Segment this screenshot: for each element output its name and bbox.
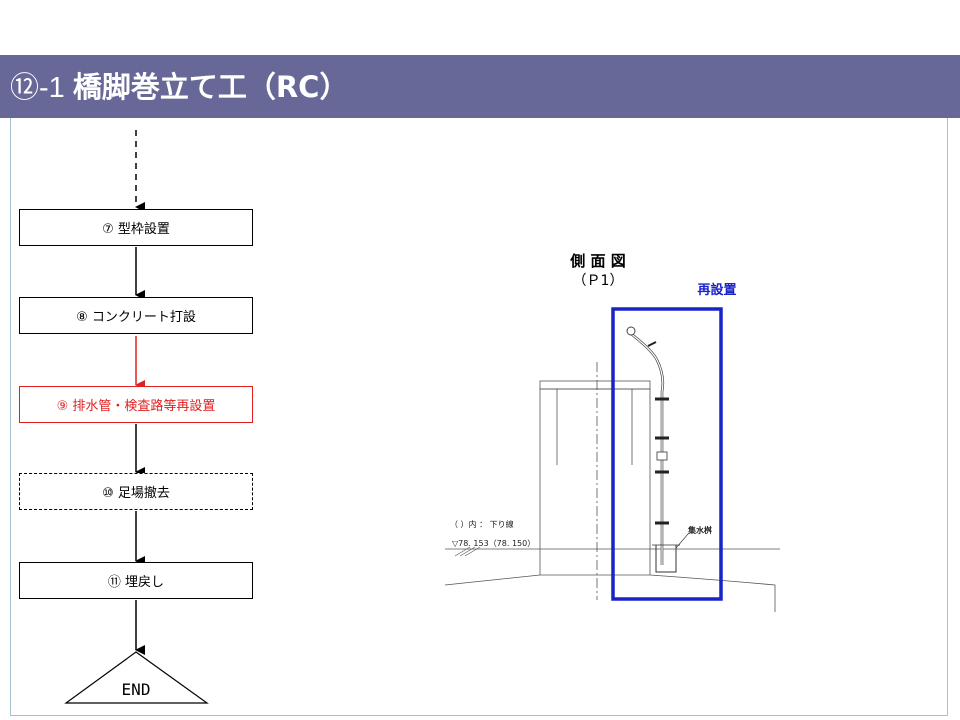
catch-basin [655, 545, 677, 573]
flow-step-concrete: ⑧ コンクリート打設 [19, 297, 253, 334]
reinstall-label: 再設置 [697, 283, 737, 298]
pier-cap [539, 380, 651, 390]
drain-pipe-inner [629, 332, 664, 565]
flow-step-formwork: ⑦ 型枠設置 [19, 209, 253, 246]
elevation-label: ▽78. 153（78. 150） [452, 539, 536, 548]
reinstall-highlight-box [611, 307, 723, 601]
flow-step-backfill: ⑪ 埋戻し [19, 562, 253, 599]
footing-outline [444, 574, 776, 612]
flow-step-scaffold-removal: ⑩ 足場撤去 [19, 473, 253, 510]
drain-pipe-inlet [626, 326, 636, 336]
page-title-prefix: ⑫-1 [10, 72, 73, 104]
drain-pipe [629, 331, 665, 565]
catch-basin-label: 集水桝 [688, 526, 712, 535]
pipe-clamp-1 [647, 341, 657, 347]
pipe-joint [656, 451, 668, 461]
note-line: （ ）内 ： 下り線 [450, 520, 514, 529]
view-title: 側 面 図 [570, 252, 626, 270]
catch-basin-leader [675, 533, 689, 549]
view-subtitle: （Ｐ1） [572, 273, 624, 289]
content-frame [10, 118, 948, 716]
flow-step-reinstall: ⑨ 排水管・検査路等再設置 [19, 386, 253, 423]
end-label: END [121, 680, 151, 699]
end-triangle [64, 651, 209, 704]
title-bar [0, 55, 960, 118]
ground-hatch [454, 546, 481, 557]
page-title: ⑫-1 橋脚巻立て工（RC） [10, 63, 348, 111]
page-title-main: 橋脚巻立て工（RC） [72, 70, 349, 104]
